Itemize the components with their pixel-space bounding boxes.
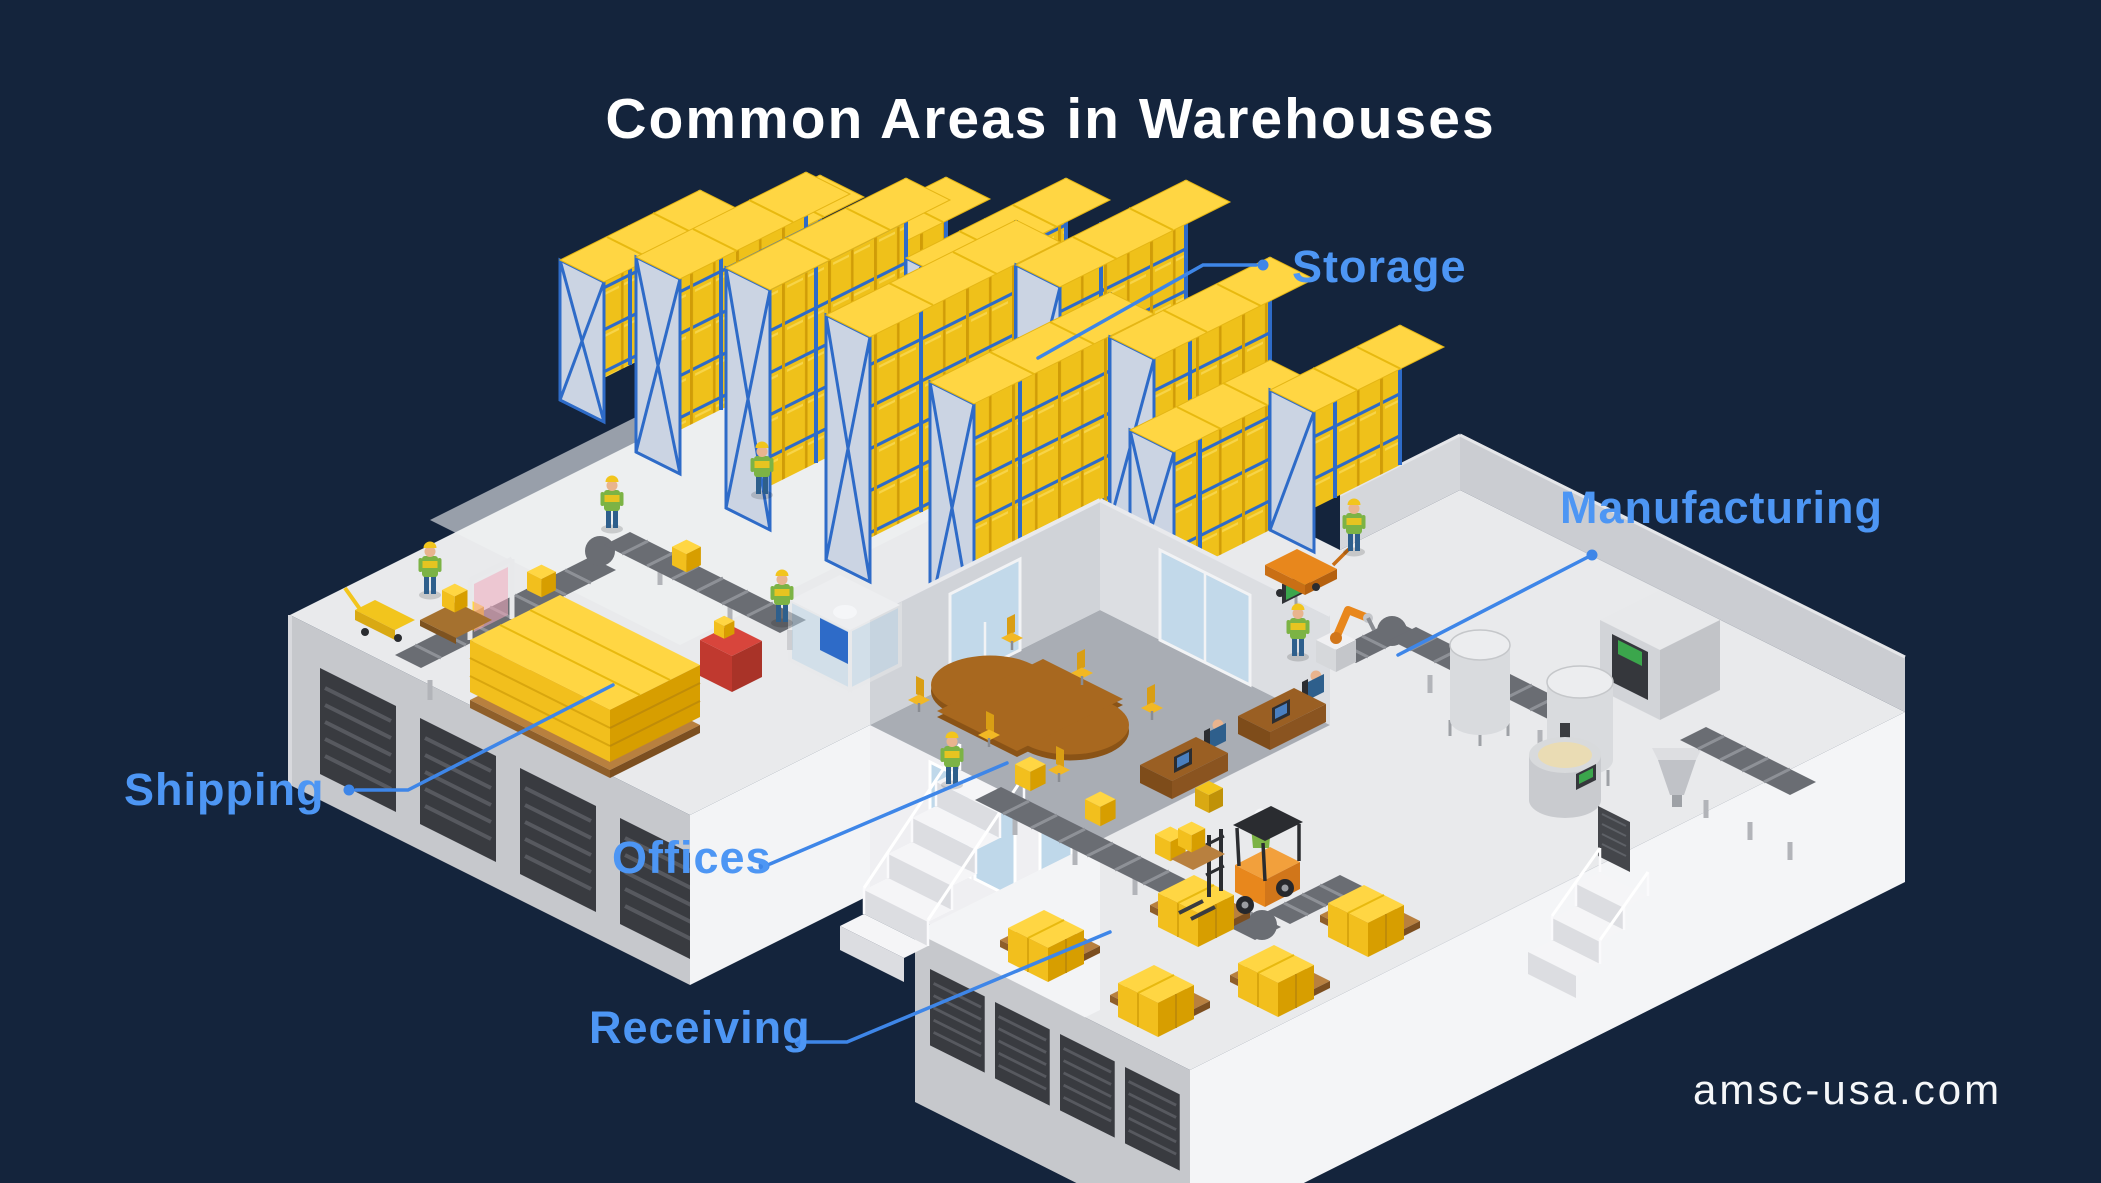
rack-row [1268,324,1446,555]
rack-row [558,189,746,425]
conveyor-belt [1680,727,1816,860]
exterior-stairs [1528,806,1650,998]
leader-lines [343,259,1598,1048]
mixer-machine [1529,723,1601,818]
storage-racks [558,171,1446,637]
shipping-area [343,532,902,778]
website-credit: amsc-usa.com [1693,1066,2003,1113]
receiving-area [975,756,1421,1038]
shipping-wing-se-face [690,725,870,985]
area-label-storage: Storage [1292,241,1467,292]
leader-offices [758,761,1009,872]
packing-machine [788,575,902,694]
leader-shipping [343,683,615,796]
area-label-receiving: Receiving [589,1002,811,1053]
receiving-wall [915,932,1190,1183]
leader-receiving [794,930,1112,1048]
manufacturing-area [1282,570,1816,998]
area-label-shipping: Shipping [124,764,325,815]
leader-storage [1036,259,1269,360]
wooden-pallet [420,583,492,644]
area-label-offices: Offices [612,832,772,883]
file-cabinet [1195,781,1223,813]
entrance-stairs [840,743,1026,982]
pallet-stack-large [469,595,701,778]
shipping-wing-walls [288,615,870,985]
leader-manufacturing [1396,549,1598,657]
work-desk-red [700,615,762,692]
machine-cabinet [1600,590,1720,720]
hopper [1652,748,1702,807]
pallet-jack [343,586,415,642]
area-label-manufacturing: Manufacturing [1560,482,1883,533]
page-title: Common Areas in Warehouses [605,87,1496,151]
back-wall [1339,433,1906,712]
storage-tank [1448,629,1511,746]
forklift [1171,806,1303,921]
